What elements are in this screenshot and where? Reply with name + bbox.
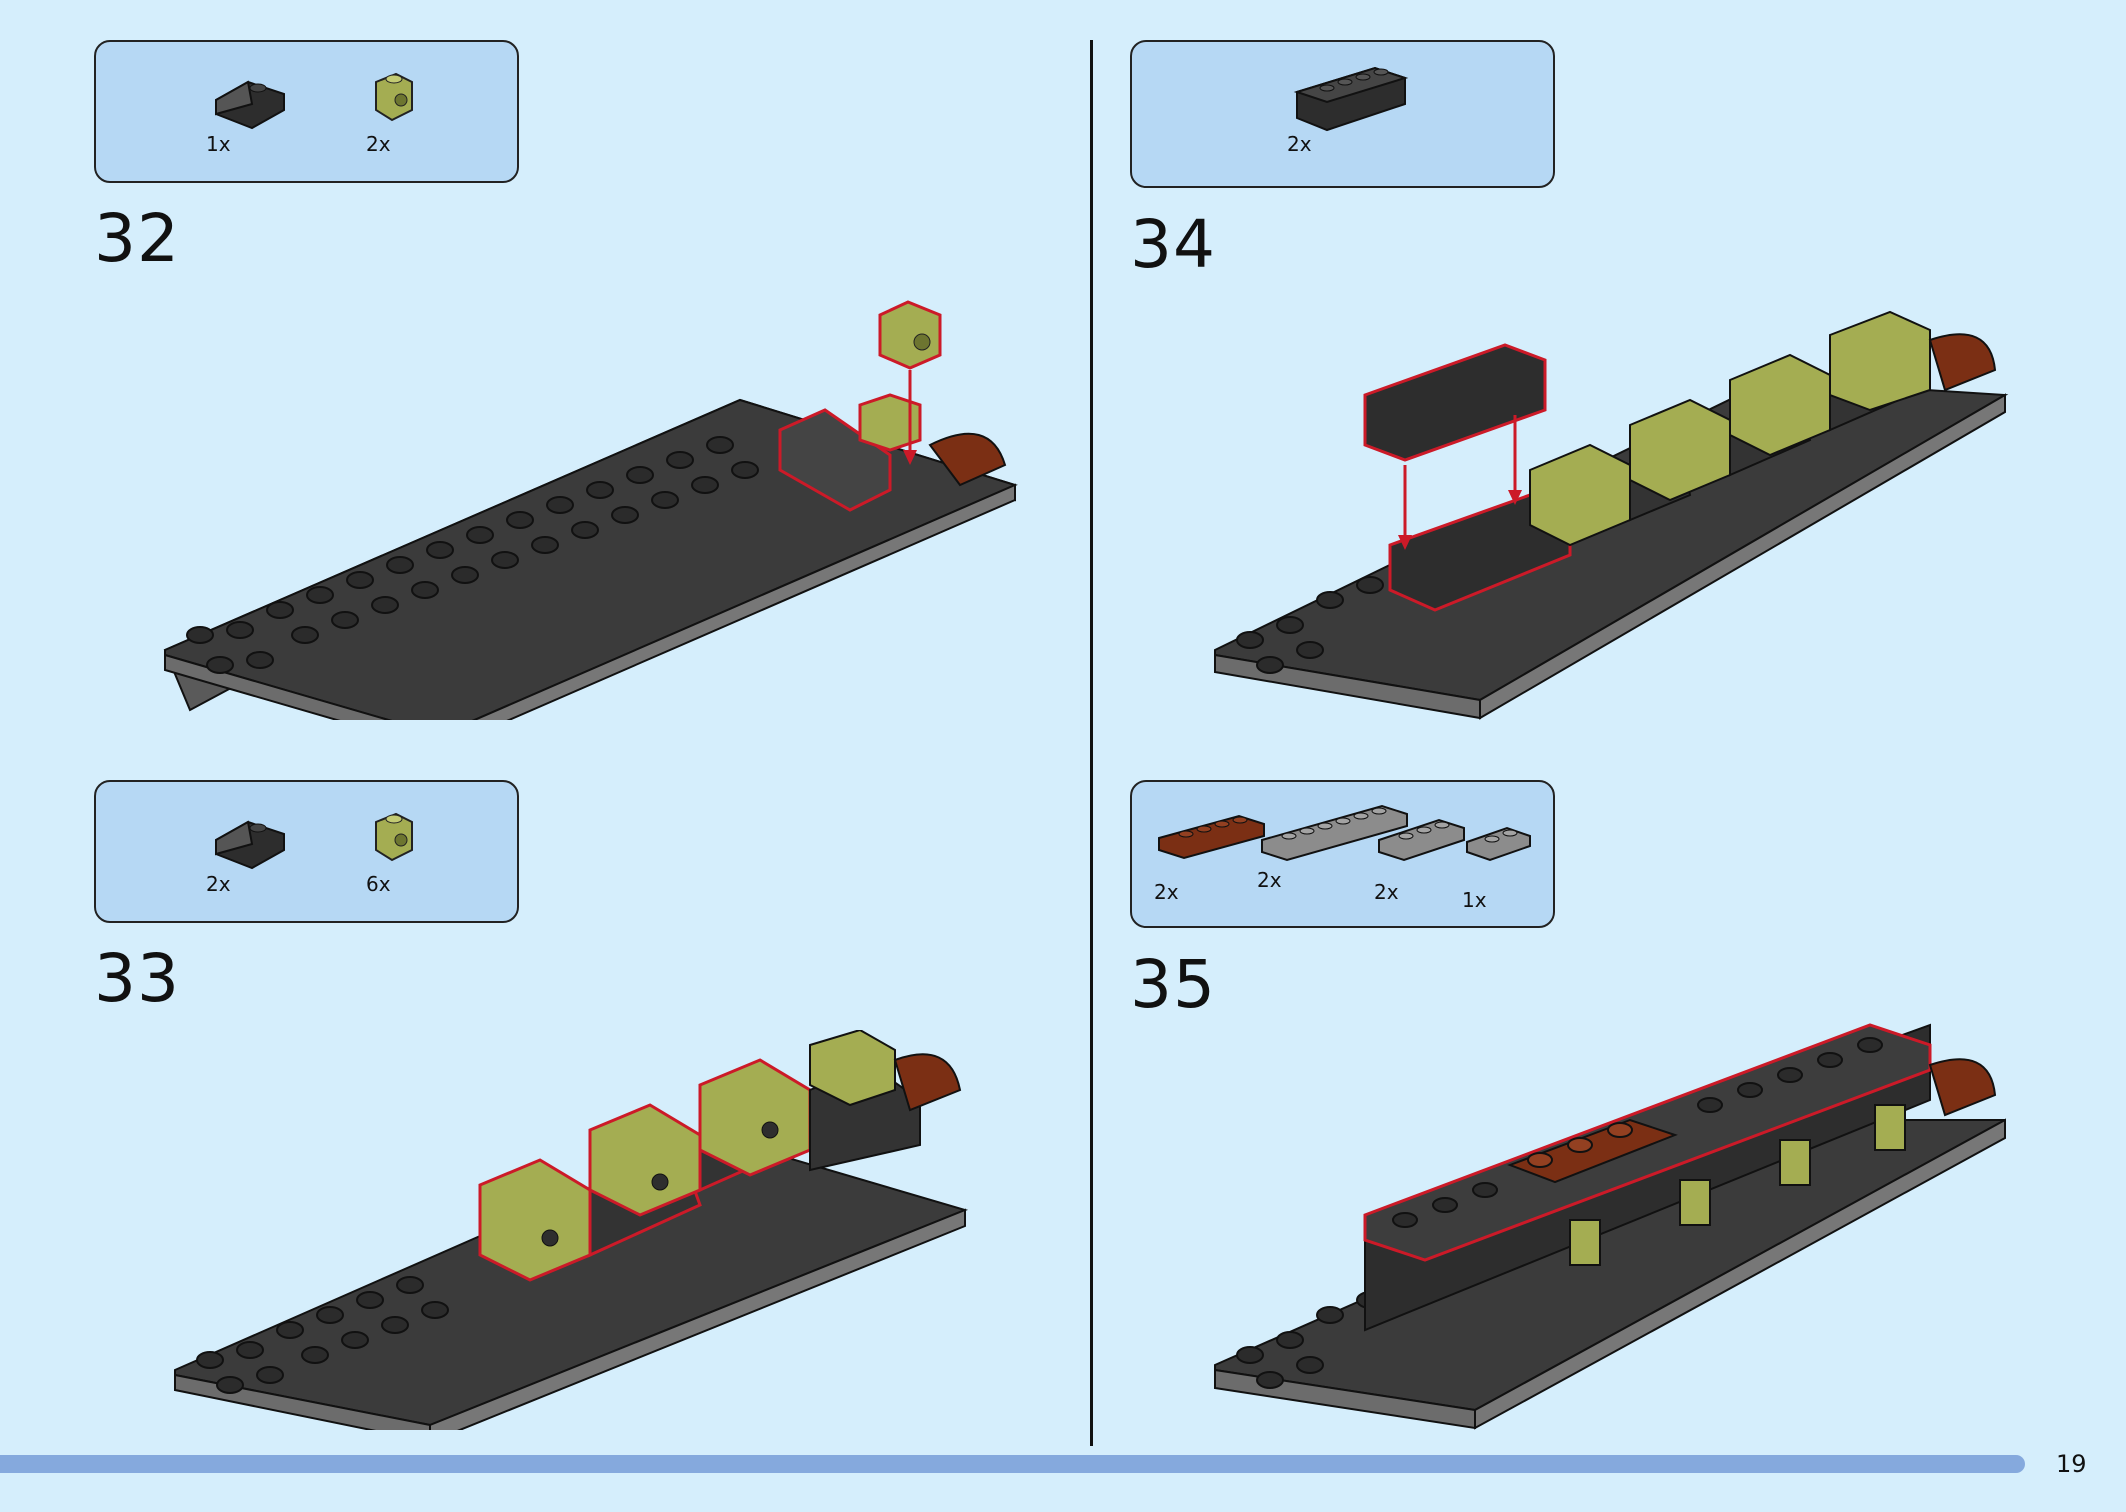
column-divider — [1090, 40, 1093, 1446]
part-brown-1x4-plate: 2x — [1154, 812, 1274, 902]
part-qty: 6x — [366, 872, 391, 896]
part-qty: 2x — [206, 872, 231, 896]
part-grey-1x3-plate: 2x — [1374, 812, 1474, 902]
step-number-32: 32 — [94, 200, 180, 277]
parts-callout-step-35: 2x 2x 2x 1x — [1130, 780, 1555, 928]
parts-callout-step-32: 1x 2x — [94, 40, 519, 183]
part-black-1x4: 2x — [1287, 64, 1427, 154]
step-number-35: 35 — [1130, 946, 1216, 1023]
parts-callout-step-34: 2x — [1130, 40, 1555, 188]
step-32-model-illustration — [163, 300, 1018, 720]
part-qty: 1x — [1462, 888, 1487, 912]
part-qty: 1x — [206, 132, 231, 156]
grey-1x2-plate-icon — [1466, 826, 1531, 862]
olive-1x1-brick-stud-icon — [375, 812, 413, 862]
step-number-34: 34 — [1130, 206, 1216, 283]
part-qty: 2x — [1287, 132, 1312, 156]
step-33-model-illustration — [174, 1030, 969, 1430]
page-footer-bar — [0, 1455, 2025, 1473]
step-35-model-illustration — [1214, 1023, 2006, 1430]
part-qty: 2x — [1374, 880, 1399, 904]
part-qty: 2x — [1257, 868, 1282, 892]
part-qty: 2x — [1154, 880, 1179, 904]
page-number: 19 — [2056, 1450, 2087, 1478]
black-1x4-brick-icon — [1293, 66, 1409, 132]
part-grey-1x2-plate: 1x — [1462, 820, 1542, 910]
part-qty: 2x — [366, 132, 391, 156]
black-slope-brick-icon — [215, 820, 285, 870]
part-olive-1x1: 2x — [366, 64, 466, 154]
part-black-slope: 1x — [206, 64, 306, 154]
step-34-model-illustration — [1214, 310, 2009, 720]
black-slope-brick-icon — [215, 80, 285, 130]
step-number-33: 33 — [94, 940, 180, 1017]
olive-1x1-brick-stud-icon — [375, 72, 413, 122]
grey-1x3-plate-icon — [1378, 818, 1465, 862]
brown-1x4-plate-icon — [1158, 814, 1265, 860]
part-olive-1x1: 6x — [366, 804, 466, 894]
grey-1x6-plate-icon — [1261, 804, 1408, 862]
parts-callout-step-33: 2x 6x — [94, 780, 519, 923]
part-grey-1x6-plate: 2x — [1257, 800, 1417, 890]
part-black-slope: 2x — [206, 804, 306, 894]
